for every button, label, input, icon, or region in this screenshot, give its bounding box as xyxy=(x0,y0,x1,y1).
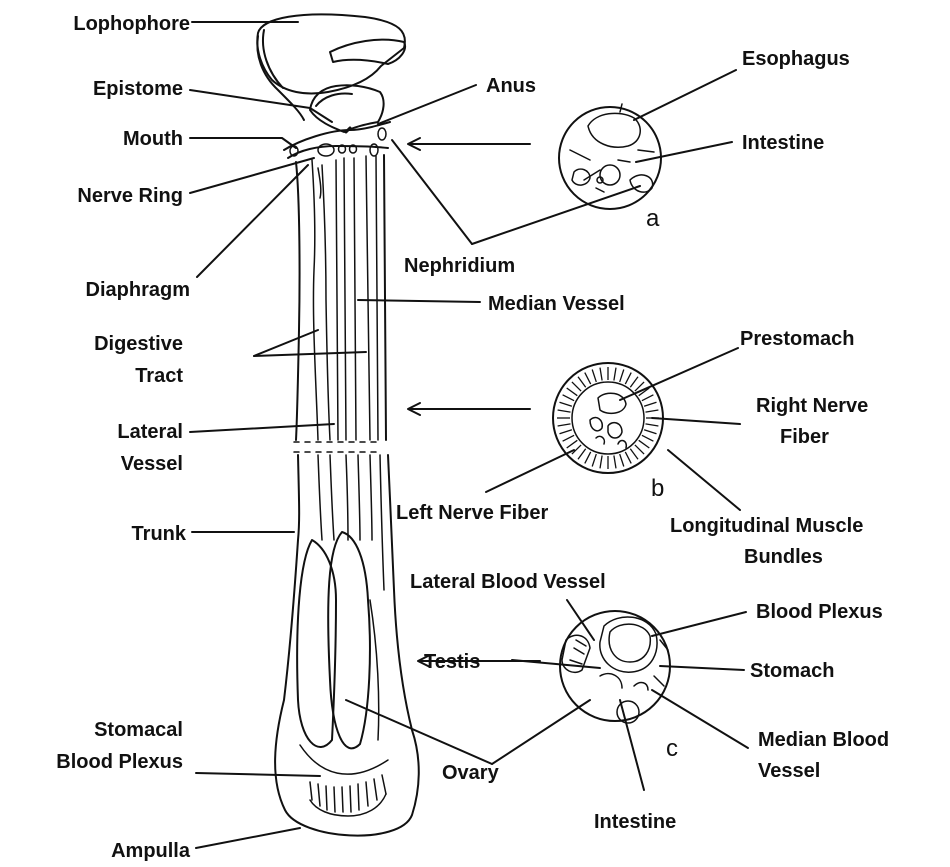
muscle-bundle-stroke xyxy=(572,382,581,391)
label-esophagus: Esophagus xyxy=(742,48,850,70)
label-prestomach: Prestomach xyxy=(740,328,855,350)
muscle-bundle-stroke xyxy=(644,430,656,434)
muscle-bundle-stroke xyxy=(567,388,578,396)
muscle-bundle-stroke xyxy=(592,454,596,466)
cross-section-c xyxy=(560,611,670,723)
cross-section-b xyxy=(553,363,663,473)
muscle-bundle-stroke xyxy=(644,402,656,406)
muscle-bundle-stroke xyxy=(560,402,572,406)
label-stomacal-1: Stomacal xyxy=(94,719,183,741)
label-median-blood-1: Median Blood xyxy=(758,729,889,751)
muscle-bundle-stroke xyxy=(625,373,631,385)
muscle-bundle-stroke xyxy=(600,368,602,381)
label-mouth: Mouth xyxy=(123,128,183,150)
muscle-bundle-stroke xyxy=(642,395,654,401)
label-lophophore: Lophophore xyxy=(73,13,190,35)
muscle-bundle-stroke xyxy=(630,377,638,388)
label-digestive-tract-1: Digestive xyxy=(94,333,183,355)
muscle-bundle-stroke xyxy=(625,452,631,464)
label-longitudinal-2: Bundles xyxy=(744,546,823,568)
label-anus: Anus xyxy=(486,75,536,97)
muscle-bundle-stroke xyxy=(560,430,572,434)
label-trunk: Trunk xyxy=(132,523,187,545)
label-epistome: Epistome xyxy=(93,78,183,100)
label-nerve-ring: Nerve Ring xyxy=(77,185,183,207)
label-testis: Testis xyxy=(424,651,480,673)
label-left-nerve-fiber: Left Nerve Fiber xyxy=(396,502,548,524)
label-digestive-tract-2: Tract xyxy=(135,365,183,387)
stomacal-plexus-fringe xyxy=(300,745,388,816)
muscle-bundle-stroke xyxy=(563,395,575,401)
label-diaphragm: Diaphragm xyxy=(86,279,190,301)
muscle-bundle-stroke xyxy=(563,435,575,441)
muscle-bundle-stroke xyxy=(635,445,644,454)
label-blood-plexus: Blood Plexus xyxy=(756,601,883,623)
label-median-blood-2: Vessel xyxy=(758,760,820,782)
label-stomach: Stomach xyxy=(750,660,834,682)
muscle-bundle-stroke xyxy=(620,454,624,466)
label-lateral-blood-vessel: Lateral Blood Vessel xyxy=(410,571,606,593)
muscle-bundle-stroke xyxy=(642,435,654,441)
leader-lines xyxy=(190,22,748,848)
muscle-bundle-stroke xyxy=(600,456,602,469)
muscle-bundle-stroke xyxy=(558,410,571,412)
muscle-bundle-stroke xyxy=(592,370,596,382)
label-right-nerve-2: Fiber xyxy=(780,426,829,448)
muscle-bundle-stroke xyxy=(646,424,659,426)
muscle-bundle-stroke xyxy=(578,449,586,460)
label-stomacal-2: Blood Plexus xyxy=(56,751,183,773)
muscle-bundle-stroke xyxy=(630,449,638,460)
muscle-bundle-stroke xyxy=(585,373,591,385)
label-ampulla: Ampulla xyxy=(111,840,191,862)
label-ovary: Ovary xyxy=(442,762,500,784)
muscle-bundle-stroke xyxy=(639,440,650,448)
label-right-nerve-1: Right Nerve xyxy=(756,395,868,417)
cross-section-a xyxy=(559,104,661,209)
label-intestine-c: Intestine xyxy=(594,811,676,833)
label-lateral-vessel-2: Vessel xyxy=(121,453,183,475)
muscle-bundle-stroke xyxy=(614,456,616,469)
muscle-bundle-stroke xyxy=(620,370,624,382)
section-letter-a: a xyxy=(646,205,660,232)
label-nephridium: Nephridium xyxy=(404,255,515,277)
label-longitudinal-1: Longitudinal Muscle xyxy=(670,515,863,537)
section-letter-b: b xyxy=(651,475,664,502)
label-lateral-vessel-1: Lateral xyxy=(117,421,183,443)
section-letter-c: c xyxy=(666,735,678,762)
muscle-bundle-stroke xyxy=(614,368,616,381)
label-intestine-a: Intestine xyxy=(742,132,824,154)
muscle-bundle-stroke xyxy=(646,410,659,412)
muscle-bundle-stroke xyxy=(558,424,571,426)
muscle-bundle-stroke xyxy=(578,377,586,388)
muscle-bundle-stroke xyxy=(585,452,591,464)
muscle-bundle-stroke xyxy=(567,440,578,448)
labels: Lophophore Epistome Mouth Nerve Ring Dia… xyxy=(56,13,889,862)
label-median-vessel: Median Vessel xyxy=(488,293,625,315)
